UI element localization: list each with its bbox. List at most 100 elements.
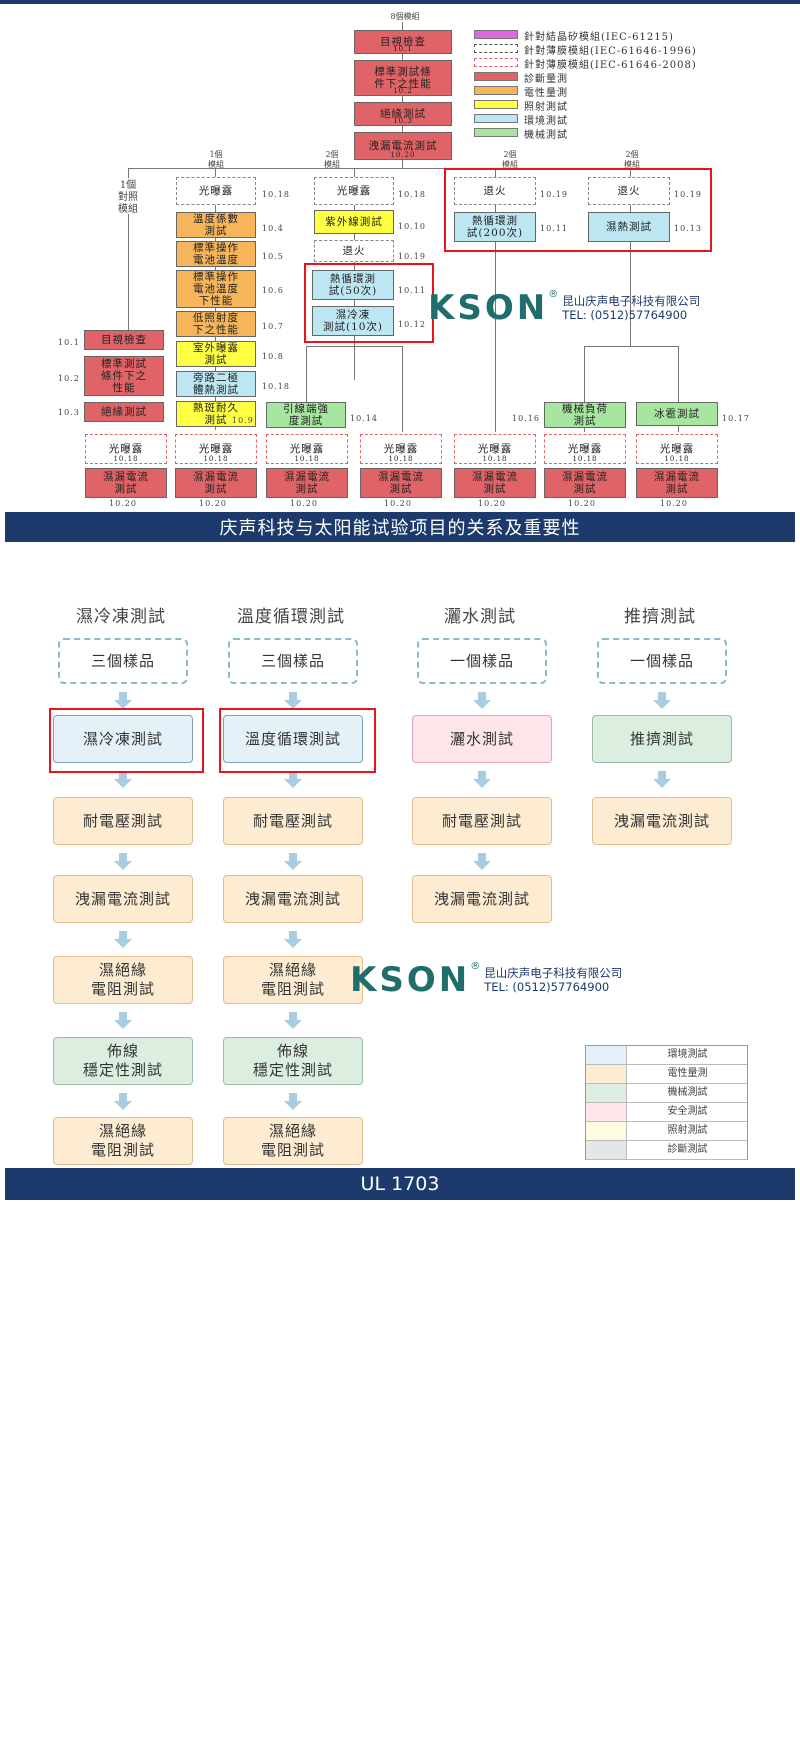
flow-step-box: 耐電壓測試 — [412, 797, 552, 845]
flow-step-box: 洩漏電流測試 — [223, 875, 363, 923]
col3-box: 紫外線測試 — [314, 210, 394, 234]
leak-current-box: 濕漏電流 測試 — [636, 468, 718, 498]
col4-box: 退火 — [454, 177, 536, 205]
flow-step-box: 推擠測試 — [592, 715, 732, 763]
col3-box: 光曝露 — [314, 177, 394, 205]
sample-count-box: 三個樣品 — [228, 638, 358, 684]
flow-step-box: 佈線 穩定性測試 — [53, 1037, 193, 1085]
highlight-frame — [49, 708, 204, 773]
col2-box: 標準操作 電池溫度 下性能 — [176, 270, 256, 308]
flow-legend-row: 電性量測 — [586, 1065, 747, 1084]
flow-column-title: 灑水測試 — [444, 607, 516, 627]
col3-box: 濕冷凍 測試(10次) — [312, 306, 394, 336]
col3-box: 熱循環測 試(50次) — [312, 270, 394, 300]
leak-current-box: 濕漏電流 測試 — [85, 468, 167, 498]
flow-arrow-icon — [114, 1093, 132, 1111]
col2-box: 旁路二極 體熱測試 — [176, 371, 256, 397]
flow-arrow-icon — [284, 692, 302, 710]
top-bar — [0, 0, 800, 4]
control-module-note: 1個 對照 模組 — [118, 180, 138, 215]
control-box: 目視檢查 — [84, 330, 164, 350]
col5-box: 濕熱測試 — [588, 212, 670, 242]
flow-arrow-icon — [473, 771, 491, 789]
flow-step-box: 濕絕緣 電阻測試 — [53, 1117, 193, 1165]
sample-count-box: 一個樣品 — [417, 638, 547, 684]
flow-arrow-icon — [114, 692, 132, 710]
branch-note: 2個 模組 — [624, 150, 640, 169]
flow-step-box: 耐電壓測試 — [53, 797, 193, 845]
col2-box: 熱斑耐久 測試 — [176, 401, 256, 427]
col5-box: 退火 — [588, 177, 670, 205]
flow-legend-row: 機械測試 — [586, 1084, 747, 1103]
flow-arrow-icon — [653, 692, 671, 710]
leak-current-box: 濕漏電流 測試 — [454, 468, 536, 498]
flow-step-box: 佈線 穩定性測試 — [223, 1037, 363, 1085]
flow-legend-row: 環境測試 — [586, 1046, 747, 1065]
flow-step-box: 溫度循環測試 — [223, 715, 363, 763]
flow-arrow-icon — [284, 1012, 302, 1030]
flow-arrow-icon — [114, 931, 132, 949]
highlight-frame — [444, 168, 712, 252]
flow-column-title: 濕冷凍測試 — [76, 607, 166, 627]
flow-arrow-icon — [653, 771, 671, 789]
section-banner: UL 1703 — [5, 1168, 795, 1200]
flow-step-box: 濕絕緣 電阻測試 — [53, 956, 193, 1004]
branch-note: 1個 模組 — [208, 150, 224, 169]
section-banner: 庆声科技与太阳能试验项目的关系及重要性 — [5, 512, 795, 542]
mid-box: 引線端強 度測試 — [266, 402, 346, 428]
col2-box: 溫度係數 測試 — [176, 212, 256, 238]
sample-count-box: 一個樣品 — [597, 638, 727, 684]
flow-arrow-icon — [284, 853, 302, 871]
flow-step-box: 洩漏電流測試 — [412, 875, 552, 923]
col2-box: 標準操作 電池溫度 — [176, 241, 256, 267]
leak-current-box: 濕漏電流 測試 — [175, 468, 257, 498]
flow-arrow-icon — [473, 853, 491, 871]
flow-step-box: 耐電壓測試 — [223, 797, 363, 845]
highlight-frame — [219, 708, 376, 773]
flow-step-box: 洩漏電流測試 — [53, 875, 193, 923]
flow-step-box: 濕絕緣 電阻測試 — [223, 1117, 363, 1165]
flow-legend-row: 安全測試 — [586, 1103, 747, 1122]
flow-column-title: 溫度循環測試 — [237, 607, 345, 627]
highlight-frame — [304, 263, 434, 343]
flow-step-box: 灑水測試 — [412, 715, 552, 763]
col3-box: 退火 — [314, 240, 394, 262]
flow-arrow-icon — [284, 931, 302, 949]
control-box: 標準測試 條件下之 性能 — [84, 356, 164, 396]
leak-current-box: 濕漏電流 測試 — [266, 468, 348, 498]
col4-box: 熱循環測 試(200次) — [454, 212, 536, 242]
flow-arrow-icon — [284, 771, 302, 789]
flow-arrow-icon — [114, 771, 132, 789]
flow-arrow-icon — [473, 692, 491, 710]
col2-box: 低照射度 下之性能 — [176, 311, 256, 337]
branch-note: 2個 模組 — [502, 150, 518, 169]
top-module-count: 8個模組 — [390, 12, 420, 21]
mid-box: 機械負荷 測試 — [544, 402, 626, 428]
flow-arrow-icon — [114, 1012, 132, 1030]
flow-arrow-icon — [114, 853, 132, 871]
control-box: 絕緣測試 — [84, 402, 164, 422]
mid-box: 冰雹測試 — [636, 402, 718, 426]
flow-step-box: 洩漏電流測試 — [592, 797, 732, 845]
flow-legend-row: 照射測試 — [586, 1122, 747, 1141]
flow-legend-row: 診斷測試 — [586, 1141, 747, 1160]
flow-column-title: 推擠測試 — [624, 607, 696, 627]
col2-box: 室外曝露 測試 — [176, 341, 256, 367]
branch-note: 2個 模組 — [324, 150, 340, 169]
col2-box: 光曝露 — [176, 177, 256, 205]
flow-step-box: 濕絕緣 電阻測試 — [223, 956, 363, 1004]
leak-current-box: 濕漏電流 測試 — [360, 468, 442, 498]
sample-count-box: 三個樣品 — [58, 638, 188, 684]
flow-step-box: 濕冷凍測試 — [53, 715, 193, 763]
